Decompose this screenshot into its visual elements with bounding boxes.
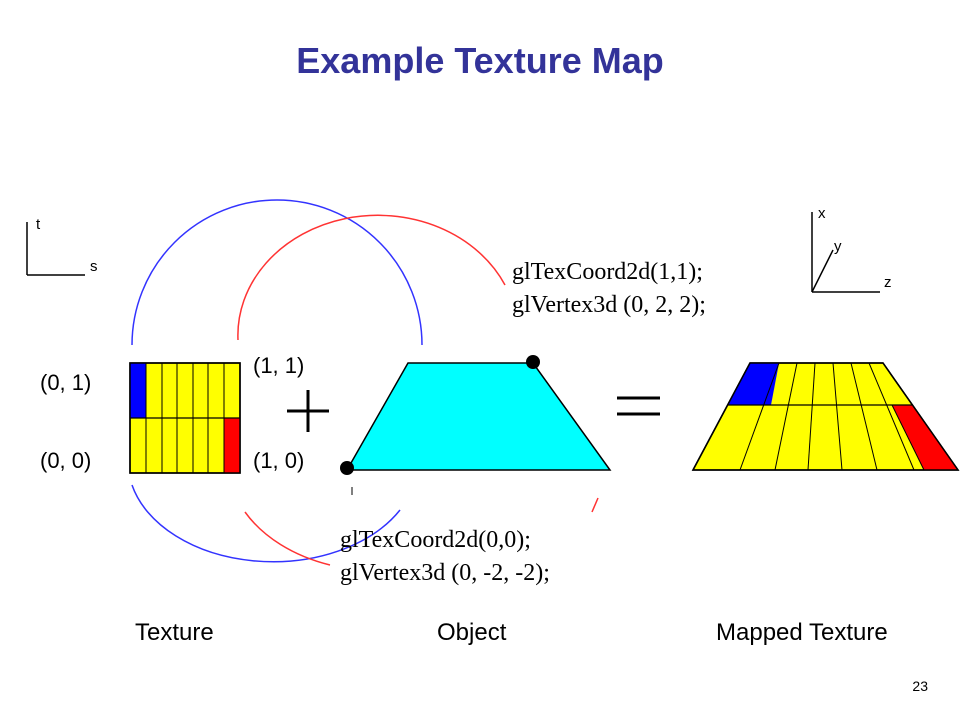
slide-title: Example Texture Map — [296, 40, 664, 81]
mapped-blue-cell — [728, 363, 779, 405]
red-arc-lower — [244, 511, 331, 566]
coord-bottom-left: (0, 0) — [40, 448, 92, 473]
axis-t-label: t — [36, 216, 41, 233]
axis-z-label: z — [884, 274, 892, 291]
code-annotation-bottom: glTexCoord2d(0,0); glVertex3d (0, -2, -2… — [340, 524, 550, 590]
code-bottom-line2: glVertex3d (0, -2, -2); — [340, 560, 550, 586]
caption-mapped-texture: Mapped Texture — [716, 619, 888, 646]
axis-y-label: y — [834, 238, 842, 255]
texture-blue-cell — [130, 363, 146, 418]
vertex-dot-icon — [526, 355, 540, 369]
red-arc-upper — [237, 214, 506, 341]
blue-arc-lower — [131, 484, 401, 563]
plus-sign-icon — [287, 390, 329, 432]
mapped-texture — [691, 362, 960, 471]
page-number: 23 — [912, 678, 928, 694]
axes-2d-icon — [26, 222, 85, 276]
caption-object: Object — [437, 619, 507, 646]
vertex-dot-icon — [340, 461, 354, 475]
code-annotation-top: glTexCoord2d(1,1); glVertex3d (0, 2, 2); — [512, 256, 706, 322]
axis-s-label: s — [90, 258, 98, 275]
texture-red-cell — [224, 418, 240, 473]
coord-top-right: (1, 1) — [253, 353, 305, 378]
coord-bottom-right: (1, 0) — [253, 448, 305, 473]
code-top-line1: glTexCoord2d(1,1); — [512, 259, 703, 285]
texture-grid — [129, 362, 241, 474]
object-trapezoid — [340, 355, 612, 495]
red-arc-tick — [591, 497, 599, 513]
equals-sign-icon — [617, 396, 660, 416]
code-bottom-line1: glTexCoord2d(0,0); — [340, 527, 531, 553]
code-top-line2: glVertex3d (0, 2, 2); — [512, 292, 706, 318]
axis-x-label: x — [818, 205, 826, 222]
caption-texture: Texture — [135, 619, 214, 646]
coord-top-left: (0, 1) — [40, 370, 92, 395]
axes-3d-icon — [811, 212, 880, 293]
blue-arc-upper — [131, 199, 423, 346]
